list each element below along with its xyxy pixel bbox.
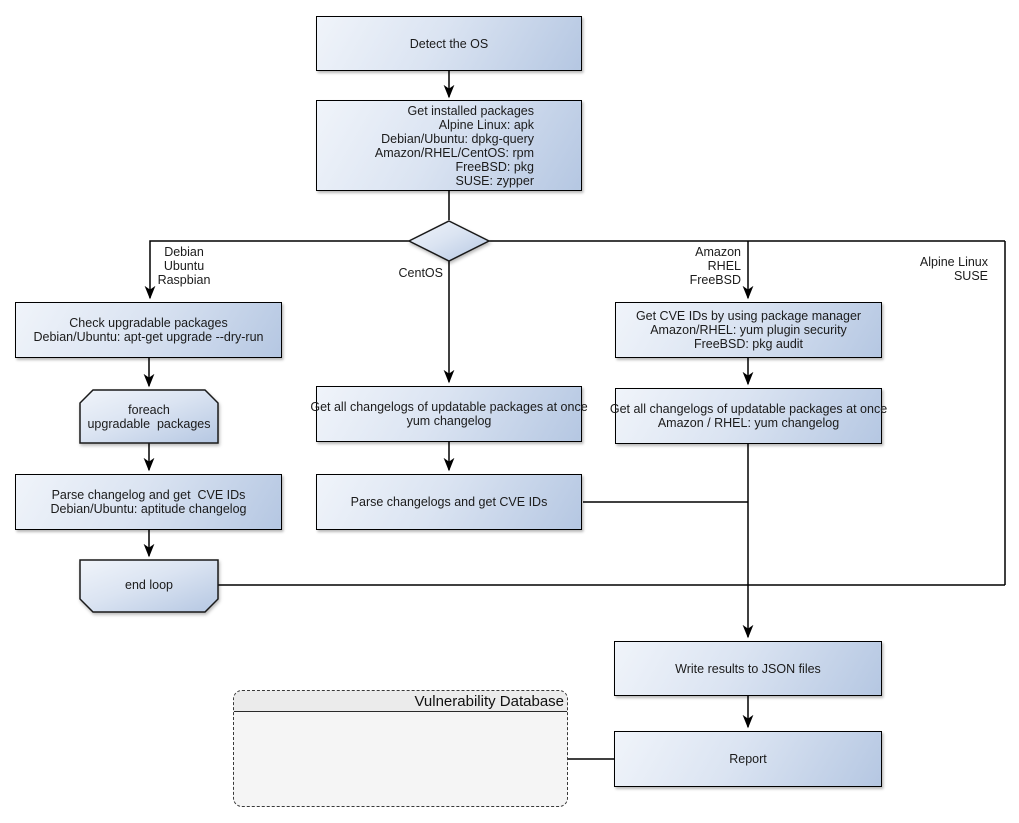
edge-label-line: Ubuntu — [163, 259, 205, 273]
node-parse-changelog-debian: Parse changelog and get CVE IDs Debian/U… — [15, 474, 282, 530]
node-line: Get installed packages — [407, 103, 534, 118]
node-label: Report — [729, 752, 767, 766]
node-get-changelogs-yum: Get all changelogs of updatable packages… — [310, 386, 588, 442]
node-line: Get all changelogs of updatable packages… — [609, 402, 888, 416]
node-label: Write results to JSON files — [675, 661, 821, 676]
node-line: FreeBSD: pkg — [455, 159, 534, 174]
edge-label-line: SUSE — [953, 269, 988, 283]
os-decision-diamond — [407, 220, 491, 262]
node-label: Detect the OS — [409, 36, 489, 51]
node-line: FreeBSD: pkg audit — [693, 337, 804, 351]
foreach-loop-shape — [79, 389, 219, 444]
vulnerability-database-container: Vulnerability Database — [233, 690, 568, 807]
edge-label-debian-branch: Debian Ubuntu Raspbian — [153, 245, 215, 287]
edge-label-line: RHEL — [707, 259, 741, 273]
edge-label-line: Raspbian — [157, 273, 211, 287]
node-line: Check upgradable packages — [69, 316, 228, 330]
node-get-installed-packages: Get installed packages Alpine Linux: apk… — [316, 100, 582, 191]
node-detect-os: Detect the OS — [316, 16, 582, 71]
node-label: Parse changelogs and get CVE IDs — [350, 495, 548, 509]
node-check-upgradable: Check upgradable packages Debian/Ubuntu:… — [15, 302, 282, 358]
node-line: SUSE: zypper — [455, 173, 534, 188]
node-line: Debian/Ubuntu: apt-get upgrade --dry-run — [33, 330, 264, 344]
node-report: Report — [614, 731, 882, 787]
node-parse-changelogs-yum: Parse changelogs and get CVE IDs — [316, 474, 582, 530]
node-line: Get CVE IDs by using package manager — [635, 309, 862, 323]
edge-label-amazon-branch: Amazon RHEL FreeBSD — [671, 245, 741, 287]
edge-decision-to-debian — [144, 240, 409, 300]
node-line: Amazon/RHEL: yum plugin security — [650, 323, 847, 337]
node-line: Get all changelogs of updatable packages… — [310, 400, 588, 414]
edge-label-alpine-branch: Alpine Linux SUSE — [888, 255, 988, 283]
node-line: Parse changelog and get CVE IDs — [51, 488, 246, 502]
node-line: Amazon/RHEL/CentOS: rpm — [374, 145, 534, 160]
node-line: Debian/Ubuntu: dpkg-query — [381, 131, 534, 146]
node-line: Alpine Linux: apk — [438, 117, 534, 132]
node-get-changelogs-amazon: Get all changelogs of updatable packages… — [610, 388, 887, 444]
end-loop-shape — [79, 559, 219, 613]
edge-label-line: Debian — [164, 245, 204, 259]
edge-label-centos-branch: CentOS — [383, 266, 443, 280]
edge-label-line: Alpine Linux — [919, 255, 988, 269]
edge-label-line: FreeBSD — [689, 273, 741, 287]
edge-label-line: Amazon — [695, 245, 741, 259]
vulnerability-database-title-text: Vulnerability Database — [414, 692, 564, 710]
node-write-json: Write results to JSON files — [614, 641, 882, 696]
edge-label-line: CentOS — [398, 266, 443, 280]
node-line: Debian/Ubuntu: aptitude changelog — [50, 502, 247, 516]
node-line: yum changelog — [406, 414, 492, 428]
vulnerability-database-title: Vulnerability Database — [234, 691, 567, 712]
node-line: Amazon / RHEL: yum changelog — [657, 416, 840, 430]
node-get-cve-package-manager: Get CVE IDs by using package manager Ama… — [615, 302, 882, 358]
